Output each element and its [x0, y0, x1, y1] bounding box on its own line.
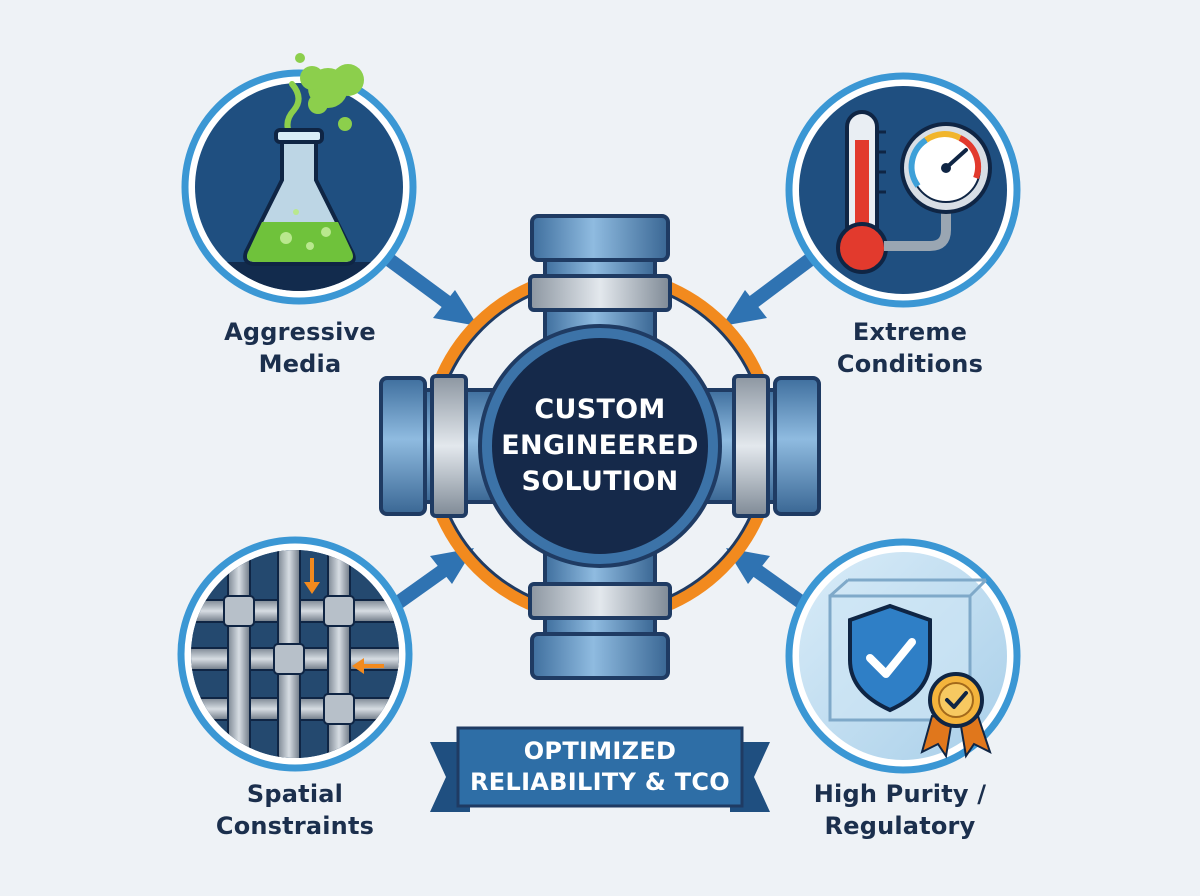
center-title-line-1: CUSTOM: [534, 394, 666, 425]
label-extreme-conditions: Extreme Conditions: [790, 316, 1030, 380]
center-title: CUSTOM ENGINEERED SOLUTION: [490, 392, 710, 500]
label-aggressive-line-2: Media: [258, 350, 342, 378]
label-purity-line-1: High Purity /: [813, 780, 987, 808]
optimized-banner: [430, 726, 770, 812]
extreme-conditions-icon: [785, 72, 1021, 308]
arrow-aggressive-icon: [382, 252, 478, 326]
banner-text: OPTIMIZED RELIABILITY & TCO: [455, 736, 745, 798]
high-purity-regulatory-icon: [785, 538, 1021, 774]
aggressive-media-icon: [181, 53, 417, 305]
arrow-extreme-icon: [722, 252, 817, 326]
label-spatial-constraints: Spatial Constraints: [175, 778, 415, 842]
label-extreme-line-2: Conditions: [836, 350, 984, 378]
banner-line-2: RELIABILITY & TCO: [470, 768, 730, 796]
label-high-purity-regulatory: High Purity / Regulatory: [785, 778, 1015, 842]
label-extreme-line-1: Extreme: [852, 318, 968, 346]
label-spatial-line-2: Constraints: [215, 812, 375, 840]
center-title-line-2: ENGINEERED: [501, 430, 699, 461]
spatial-constraints-icon: [177, 536, 413, 772]
center-title-line-3: SOLUTION: [521, 466, 679, 497]
banner-line-1: OPTIMIZED: [523, 737, 677, 765]
label-aggressive-media: Aggressive Media: [185, 316, 415, 380]
label-purity-line-2: Regulatory: [824, 812, 976, 840]
label-aggressive-line-1: Aggressive: [224, 318, 376, 346]
label-spatial-line-1: Spatial: [246, 780, 344, 808]
pipe-cross-fitting-icon: [379, 214, 821, 680]
